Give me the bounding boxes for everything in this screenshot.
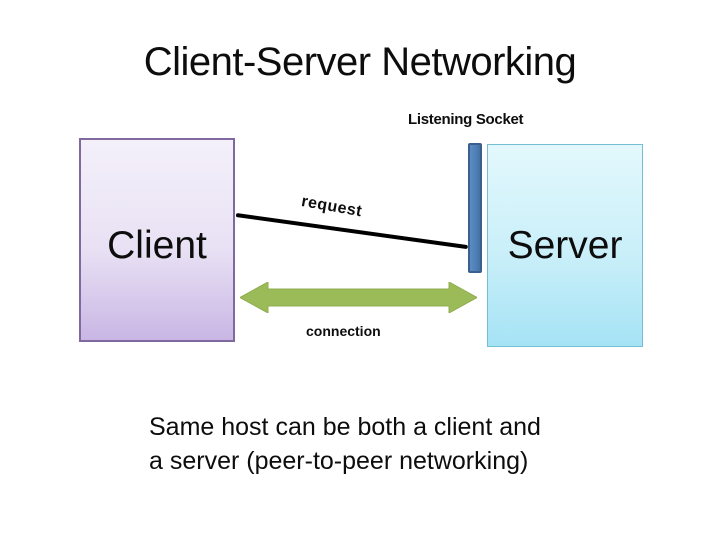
server-box: Server: [487, 144, 643, 347]
footer-text: Same host can be both a client and a ser…: [149, 410, 709, 478]
footer-line-2: a server (peer-to-peer networking): [149, 447, 529, 475]
slide-title: Client-Server Networking: [143, 40, 577, 84]
client-box: Client: [79, 138, 235, 342]
server-label: Server: [507, 223, 623, 267]
connection-arrow-icon: [240, 282, 477, 313]
footer-line-1: Same host can be both a client and: [149, 413, 541, 441]
connection-label: connection: [306, 323, 381, 339]
listening-socket-label: Listening Socket: [408, 111, 524, 128]
client-label: Client: [107, 224, 207, 267]
request-label: request: [300, 193, 364, 221]
double-arrow-shape: [240, 282, 477, 313]
listening-socket-bar: [468, 143, 482, 273]
